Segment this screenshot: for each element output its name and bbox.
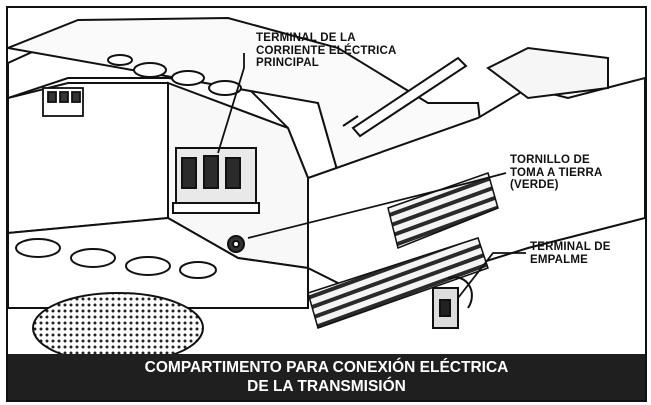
fan-grille [32, 292, 204, 354]
diagram-frame: TERMINAL DE LA CORRIENTE ELÉCTRICA PRINC… [6, 6, 647, 402]
callout-line: EMPALME [530, 253, 589, 266]
transmission-compartment-drawing [8, 16, 645, 354]
ground-screw [227, 235, 245, 253]
callout-line: TOMA A TIERRA [510, 166, 603, 179]
callout-main-power-terminal: TERMINAL DE LA CORRIENTE ELÉCTRICA PRINC… [256, 32, 397, 70]
rod [342, 56, 468, 138]
callout-line: PRINCIPAL [256, 57, 319, 69]
caption-bar: COMPARTIMENTO PARA CONEXIÓN ELÉCTRICA DE… [8, 354, 645, 400]
lid-knobs [107, 54, 242, 96]
callout-splice-terminal: TERMINAL DE EMPALME [530, 241, 611, 266]
leader-lines [217, 53, 526, 299]
caption-line-2: DE LA TRANSMISIÓN [247, 378, 406, 395]
compartment-box [8, 81, 309, 309]
callout-line: CORRIENTE ELÉCTRICA [256, 44, 397, 57]
vent-slots [387, 172, 499, 250]
callout-line: (VERDE) [510, 179, 559, 191]
main-power-terminal-block [172, 147, 260, 214]
knockout-holes [15, 238, 217, 279]
small-terminal-block [42, 87, 84, 117]
callout-ground-screw: TORNILLO DE TOMA A TIERRA (VERDE) [510, 154, 602, 192]
callout-line: TORNILLO DE [510, 154, 590, 166]
callout-line: TERMINAL DE [530, 241, 611, 253]
splice-terminal [432, 276, 473, 329]
caption-line-1: COMPARTIMENTO PARA CONEXIÓN ELÉCTRICA [144, 359, 509, 376]
vent-slots-lower [307, 237, 489, 329]
callout-line: TERMINAL DE LA [256, 32, 356, 44]
